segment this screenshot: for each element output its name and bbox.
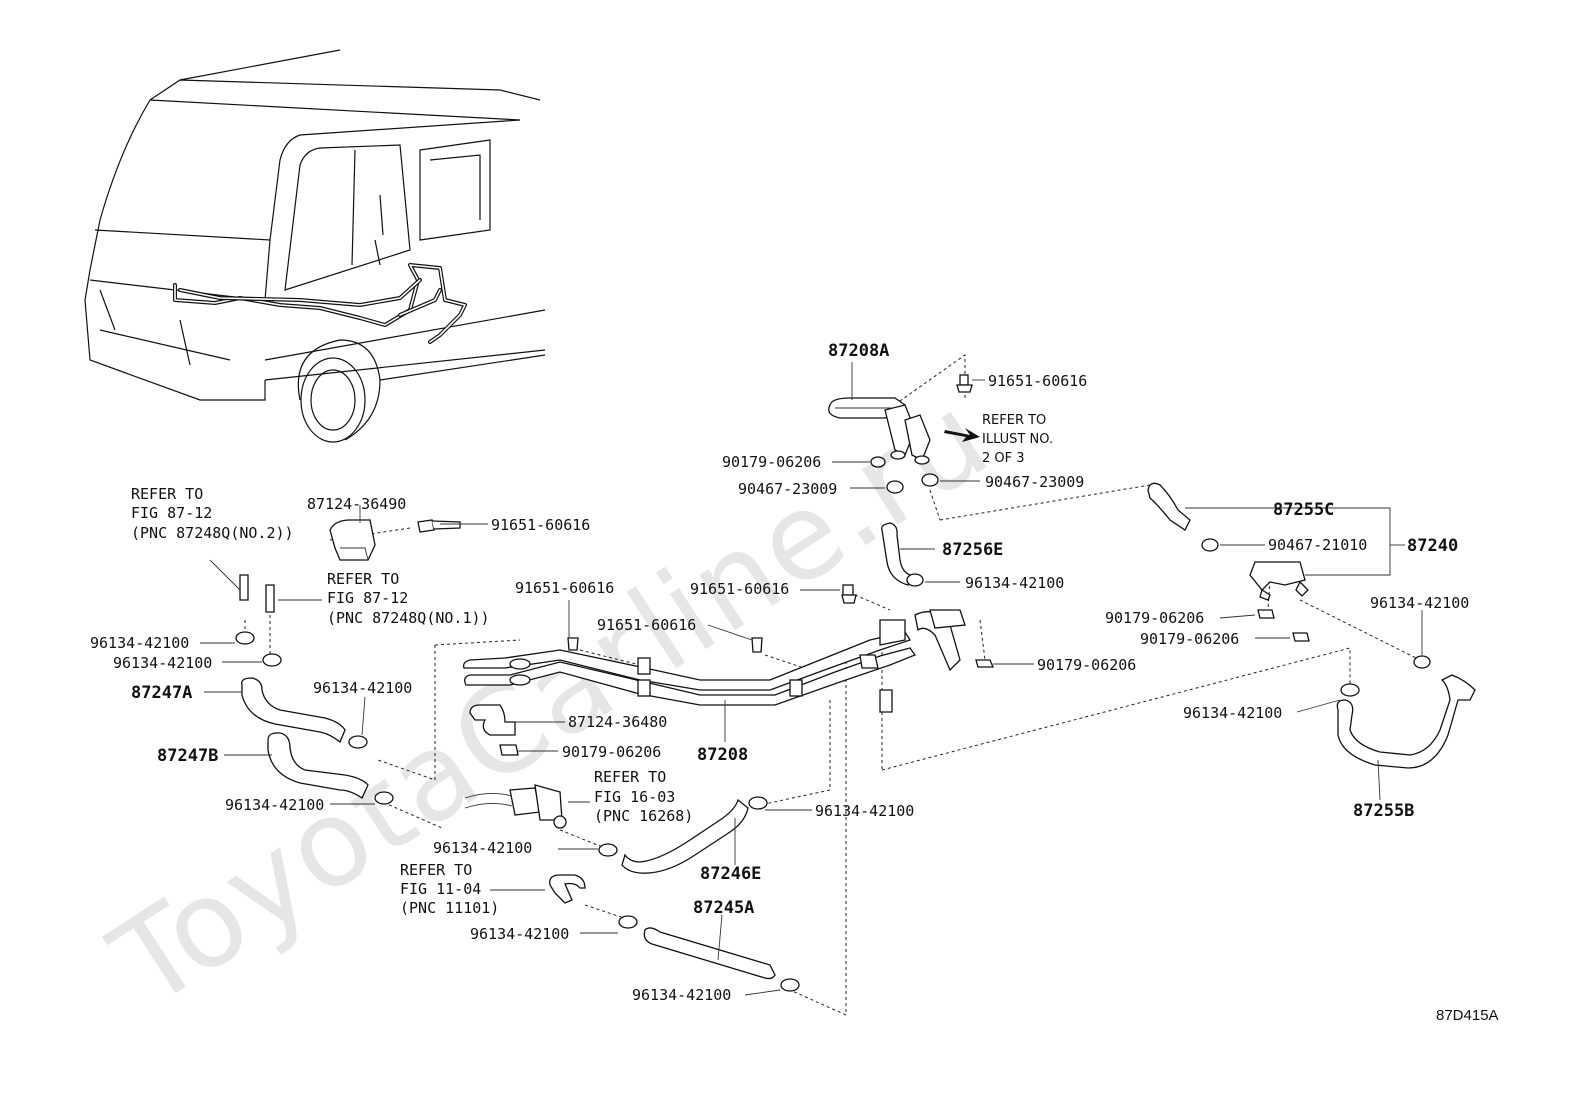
label-91651-bracket: 91651-60616 (491, 516, 590, 534)
label-91651-top: 91651-60616 (988, 372, 1087, 390)
refer-fig87-12-no2-line2: FIG 87-12 (131, 504, 212, 522)
label-87247A: 87247A (131, 683, 192, 703)
label-96134-r2: 96134-42100 (1183, 704, 1282, 722)
refer-fig87-12-no1-line1: REFER TO (327, 570, 399, 588)
refer-fig87-12-no2-line1: REFER TO (131, 485, 203, 503)
label-96134-m1: 96134-42100 (815, 802, 914, 820)
refer-fig87-12-no1-line3: (PNC 87248Q(NO.1)) (327, 609, 490, 627)
part-labels: 87208A 91651-60616 90179-06206 90467-230… (90, 341, 1499, 1024)
label-87124-36480: 87124-36480 (568, 713, 667, 731)
label-91651-c1: 91651-60616 (515, 579, 614, 597)
leader-lines (200, 362, 1423, 996)
part-shapes (235, 374, 1476, 992)
label-87247B: 87247B (157, 746, 218, 766)
label-87256E: 87256E (942, 540, 1003, 560)
label-87240: 87240 (1407, 536, 1458, 556)
van-illustration (84, 49, 546, 443)
refer-fig16-03-line3: (PNC 16268) (594, 807, 693, 825)
label-96134-l4: 96134-42100 (225, 796, 324, 814)
label-90467-21010: 90467-21010 (1268, 536, 1367, 554)
refer-fig87-12-no2-line3: (PNC 87248Q(NO.2)) (131, 524, 294, 542)
label-96134-m2: 96134-42100 (433, 839, 532, 857)
refer-illust-line3: 2 OF 3 (982, 451, 1025, 466)
label-87255B: 87255B (1353, 801, 1414, 821)
label-90179-mid: 90179-06206 (562, 743, 661, 761)
refer-fig11-04-line2: FIG 11-04 (400, 880, 481, 898)
label-87246E: 87246E (700, 864, 761, 884)
label-96134-center: 96134-42100 (965, 574, 1064, 592)
refer-fig11-04-line1: REFER TO (400, 861, 472, 879)
label-87245A: 87245A (693, 898, 754, 918)
label-91651-c3: 91651-60616 (597, 616, 696, 634)
label-96134-l3: 96134-42100 (313, 679, 412, 697)
label-96134-m3: 96134-42100 (470, 925, 569, 943)
refer-illust-line1: REFER TO (982, 413, 1046, 428)
label-96134-m4: 96134-42100 (632, 986, 731, 1004)
label-96134-l1: 96134-42100 (90, 634, 189, 652)
label-96134-r1: 96134-42100 (1370, 594, 1469, 612)
label-96134-l2: 96134-42100 (113, 654, 212, 672)
refer-fig16-03-line1: REFER TO (594, 768, 666, 786)
label-90179-top: 90179-06206 (722, 453, 821, 471)
label-90467-right: 90467-23009 (985, 473, 1084, 491)
label-91651-c2: 91651-60616 (690, 580, 789, 598)
refer-fig11-04-line3: (PNC 11101) (400, 899, 499, 917)
label-87208: 87208 (697, 745, 748, 765)
label-90179-r2: 90179-06206 (1140, 630, 1239, 648)
label-90179-center: 90179-06206 (1037, 656, 1136, 674)
refer-illust-line2: ILLUST NO. (982, 432, 1053, 447)
refer-fig16-03-line2: FIG 16-03 (594, 788, 675, 806)
label-90179-r1: 90179-06206 (1105, 609, 1204, 627)
diagram-code: 87D415A (1436, 1007, 1499, 1024)
label-87208A: 87208A (828, 341, 889, 361)
label-87124-36490: 87124-36490 (307, 495, 406, 513)
label-87255C: 87255C (1273, 500, 1334, 520)
refer-fig87-12-no1-line2: FIG 87-12 (327, 589, 408, 607)
label-90467-left: 90467-23009 (738, 480, 837, 498)
